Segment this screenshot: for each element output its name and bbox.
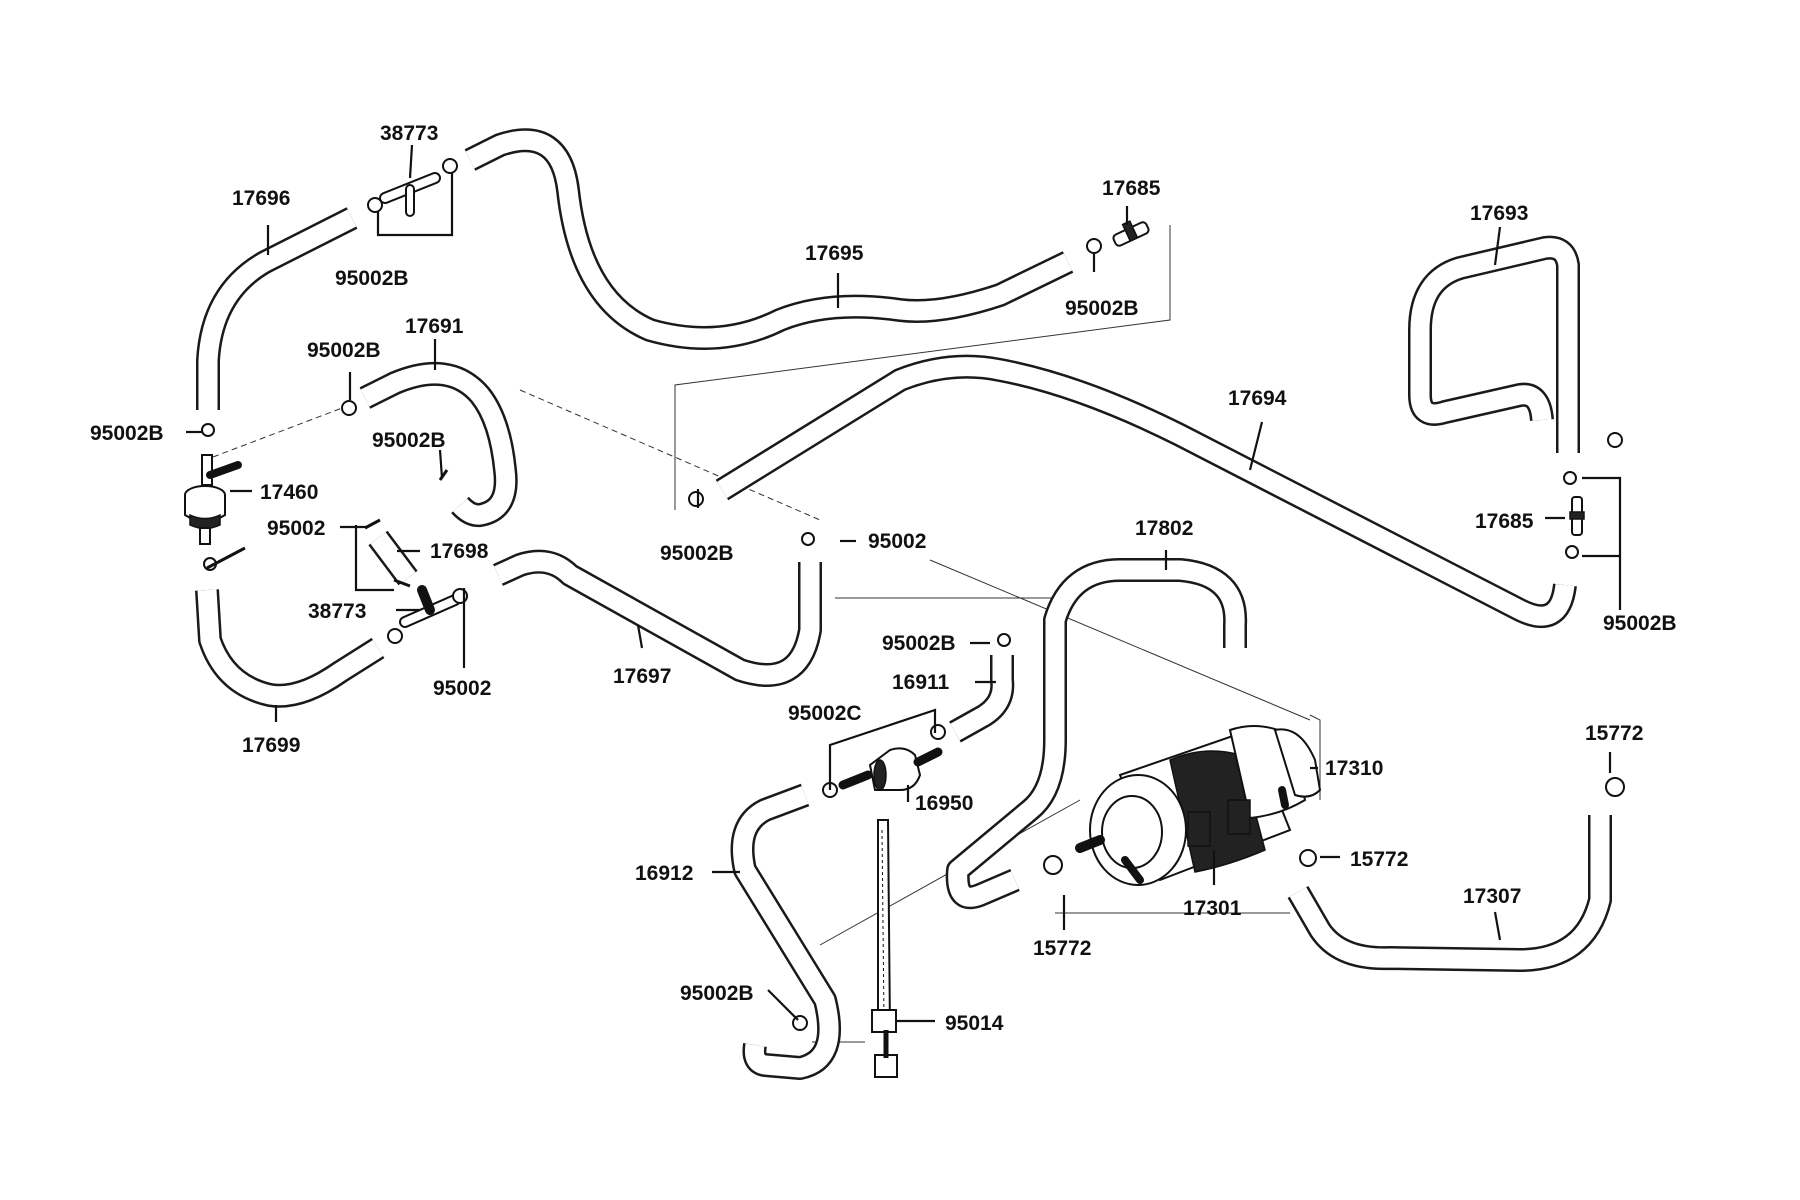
label-95002b-f: 95002B (1603, 612, 1677, 635)
connector-17685-right (1569, 496, 1585, 536)
label-95002-a: 95002 (267, 517, 325, 540)
hose-17699 (195, 589, 385, 708)
label-17301: 17301 (1183, 897, 1242, 920)
connector-17685-top (1112, 220, 1150, 247)
label-17691: 17691 (405, 315, 464, 338)
label-17698: 17698 (430, 540, 489, 563)
label-95002b-h: 95002B (882, 632, 956, 655)
label-95002b-c: 95002B (307, 339, 381, 362)
strap-95014 (871, 819, 898, 1078)
label-95002b-b: 95002B (1065, 297, 1139, 320)
hose-17696 (196, 207, 358, 410)
label-95002b-e: 95002B (372, 429, 446, 452)
hose-17307 (1287, 815, 1612, 972)
label-17685-right: 17685 (1475, 510, 1534, 533)
part-number-labels: 38773 17696 95002B 17695 17685 95002B 17… (90, 122, 1677, 1035)
label-16950: 16950 (915, 792, 973, 815)
label-15772-top: 15772 (1585, 722, 1643, 745)
label-17685-top: 17685 (1102, 177, 1161, 200)
filter-16950 (838, 747, 943, 791)
label-38773-low: 38773 (308, 600, 366, 623)
hose-17802 (945, 558, 1248, 910)
label-17694: 17694 (1228, 387, 1287, 410)
label-95002-c: 95002 (433, 677, 491, 700)
label-16912: 16912 (635, 862, 693, 885)
hose-17691 (359, 361, 518, 528)
label-95014: 95014 (945, 1012, 1004, 1035)
tee-connector-38773-low (399, 585, 461, 628)
canister-17301 (1075, 725, 1322, 886)
label-95002b-i: 95002B (680, 982, 754, 1005)
label-16911: 16911 (892, 671, 950, 694)
leader-lines (186, 144, 1622, 1023)
label-17460: 17460 (260, 481, 318, 504)
label-17696: 17696 (232, 187, 290, 210)
hose-17695 (464, 128, 1074, 350)
label-95002b-d: 95002B (90, 422, 164, 445)
label-15772-mid: 15772 (1350, 848, 1408, 871)
label-17307: 17307 (1463, 885, 1521, 908)
hose-17697 (493, 549, 822, 687)
label-17693: 17693 (1470, 202, 1528, 225)
hose-17693 (1408, 235, 1580, 453)
tee-connector-38773-top (379, 172, 441, 217)
label-38773-top: 38773 (380, 122, 438, 145)
label-15772-low: 15772 (1033, 937, 1091, 960)
hose-clamps (201, 158, 1625, 1031)
label-17699: 17699 (242, 734, 300, 757)
label-17697: 17697 (613, 665, 671, 688)
hose-16912 (730, 783, 842, 1080)
hose-16911 (949, 655, 1015, 743)
hose-17694 (715, 354, 1577, 629)
tube-17698 (368, 530, 418, 586)
valve-17460 (184, 454, 242, 545)
label-95002b-a: 95002B (335, 267, 409, 290)
label-95002c: 95002C (788, 702, 862, 725)
label-95002-b: 95002 (868, 530, 926, 553)
label-17695: 17695 (805, 242, 864, 265)
label-17802: 17802 (1135, 517, 1193, 540)
label-95002b-g: 95002B (660, 542, 734, 565)
label-17310: 17310 (1325, 757, 1383, 780)
